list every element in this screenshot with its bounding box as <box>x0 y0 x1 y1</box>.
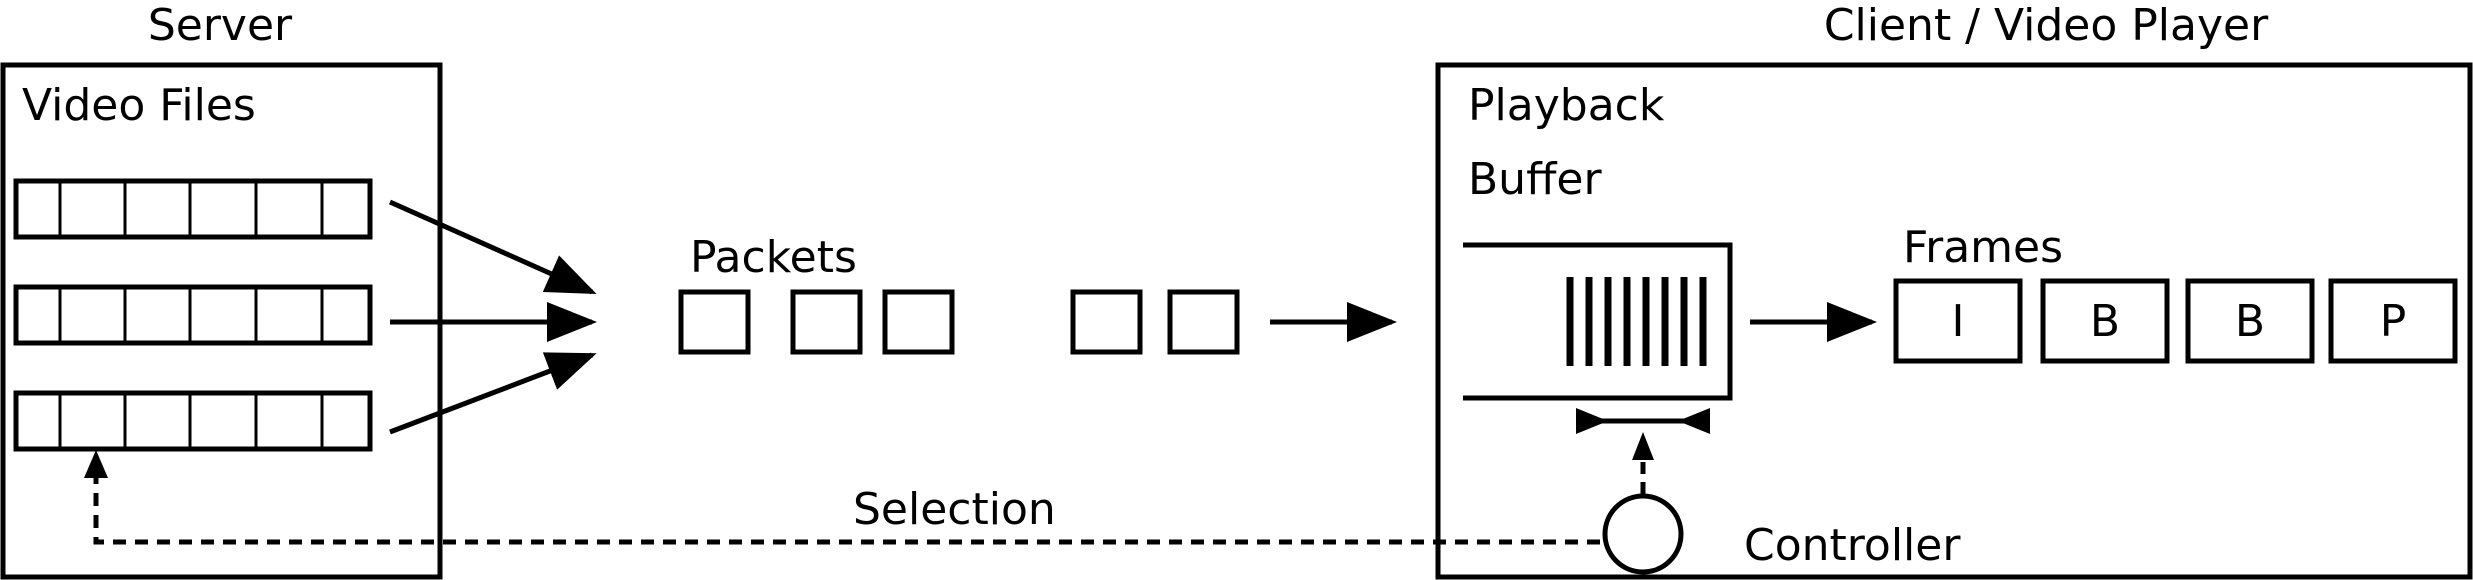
frame-label: B <box>2235 296 2265 347</box>
client-title: Client / Video Player <box>1824 0 2269 51</box>
client-box <box>1435 62 2473 580</box>
frame-label: P <box>2380 296 2407 347</box>
packet <box>1167 289 1240 355</box>
controller-node <box>1602 493 1684 575</box>
server-box <box>0 62 443 580</box>
buffer-label-line1: Playback <box>1468 80 1665 131</box>
file1-to-packets-arrow <box>388 199 597 295</box>
video-file-3 <box>13 390 373 452</box>
selection-feedback-arrow <box>93 474 1600 545</box>
controller-label: Controller <box>1744 520 1961 571</box>
frame-box <box>2185 278 2315 364</box>
file3-to-packets-arrow <box>389 352 597 435</box>
frame-box <box>2328 278 2458 364</box>
buffer-label-line2: Buffer <box>1468 154 1602 205</box>
selection-label: Selection <box>853 484 1056 535</box>
packet <box>1070 289 1143 355</box>
packet <box>882 289 955 355</box>
packet <box>790 289 863 355</box>
frame-label: I <box>1952 296 1965 347</box>
playback-buffer <box>1463 242 1733 401</box>
server-title: Server <box>148 0 293 51</box>
packet <box>678 289 751 355</box>
video-file-1 <box>13 178 373 240</box>
video-files-label: Video Files <box>22 80 256 131</box>
buffer-level-indicator <box>1576 408 1710 434</box>
frame-label: B <box>2090 296 2120 347</box>
video-file-2 <box>13 284 373 346</box>
frame-box <box>1893 278 2023 364</box>
packets-label: Packets <box>690 232 857 283</box>
frames-label: Frames <box>1903 222 2063 273</box>
frame-box <box>2040 278 2170 364</box>
